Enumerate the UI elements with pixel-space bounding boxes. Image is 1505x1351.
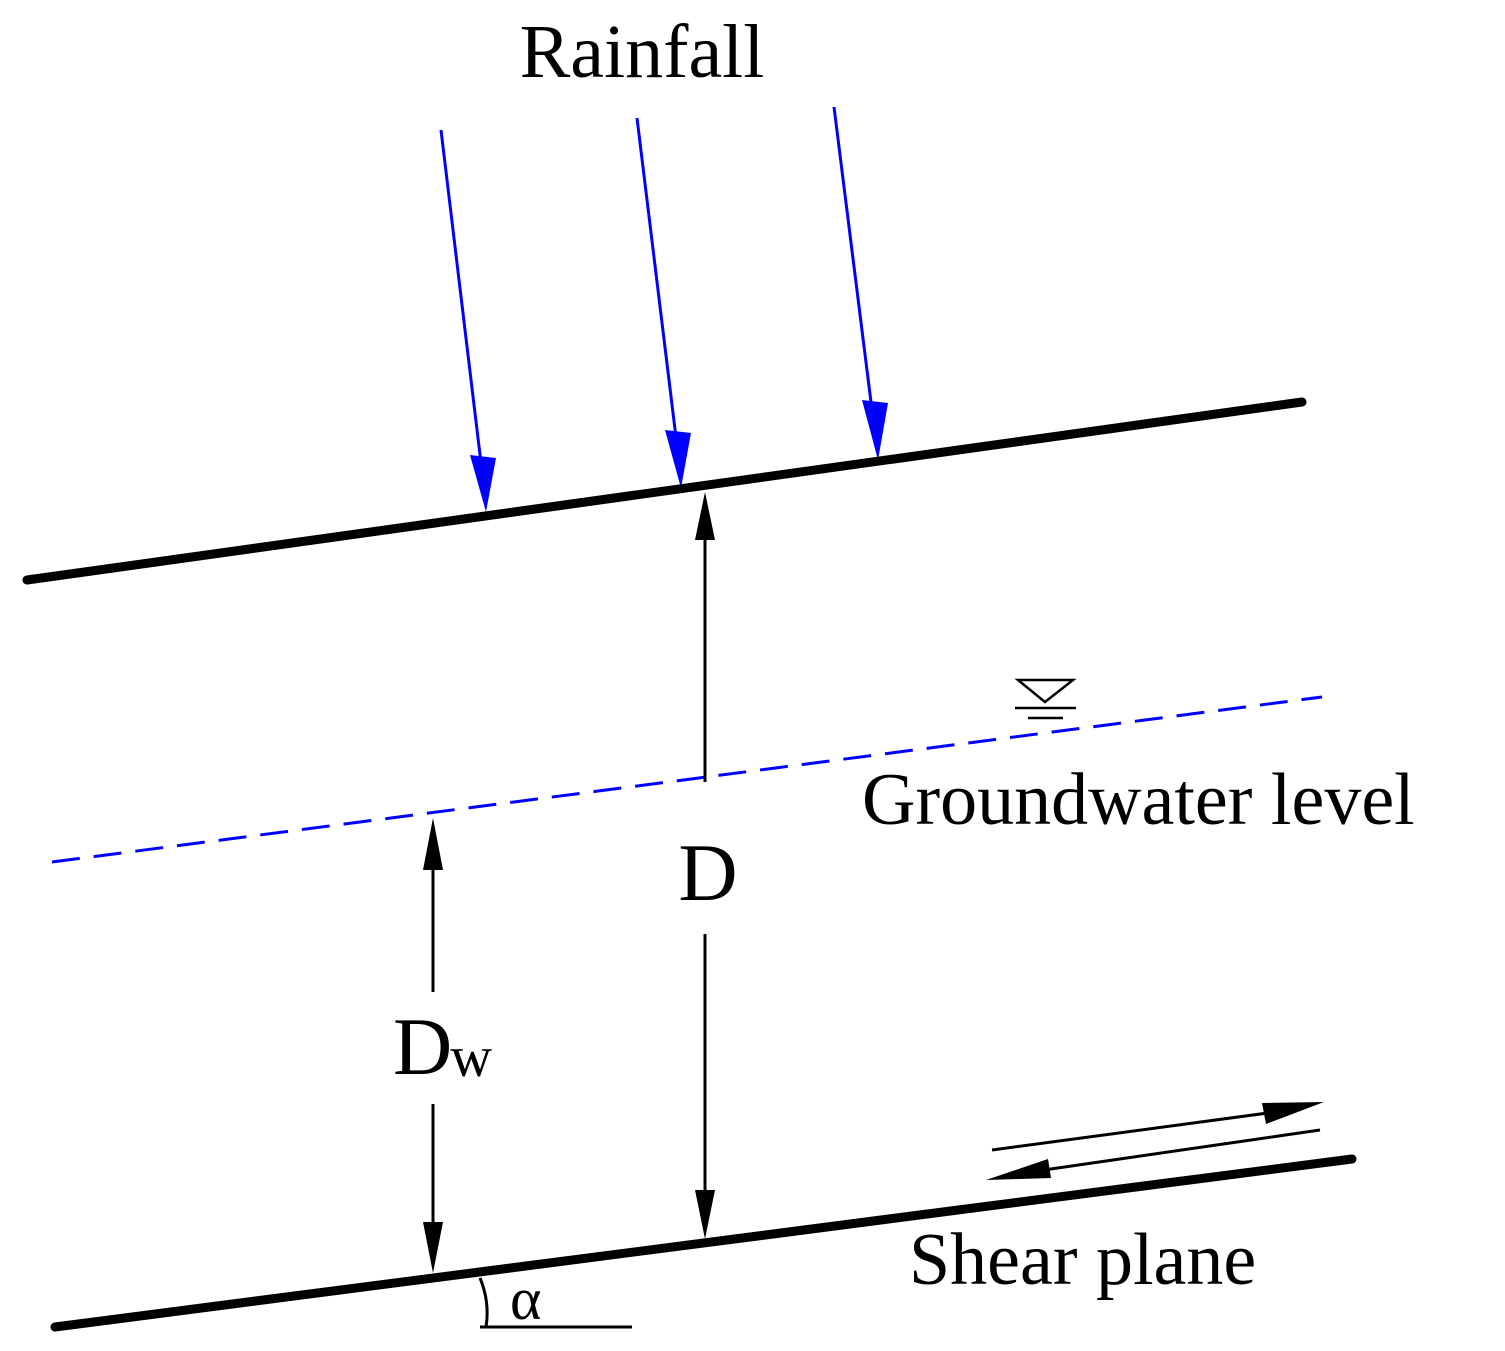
groundwater-level-line — [51, 695, 1323, 864]
depth-dimension — [695, 492, 715, 1239]
water-depth-main: D — [393, 1001, 452, 1092]
rain-arrow-2 — [635, 117, 681, 463]
angle-label: α — [510, 1266, 541, 1332]
rain-arrow-1 — [439, 129, 486, 489]
rainfall-label: Rainfall — [520, 10, 765, 94]
shear-plane-label: Shear plane — [909, 1219, 1256, 1301]
ground-surface-line — [22, 397, 1307, 585]
depth-label: D — [678, 827, 737, 918]
shear-arrows — [986, 1102, 1324, 1180]
rain-arrowhead-3 — [862, 400, 888, 460]
water-depth-label: Dw — [393, 1001, 492, 1092]
rain-arrowhead-1 — [470, 455, 496, 512]
groundwater-level-label: Groundwater level — [862, 759, 1415, 841]
rain-arrow-3 — [832, 106, 877, 435]
rainfall-arrows — [439, 106, 888, 512]
rain-arrowhead-2 — [665, 430, 691, 488]
water-depth-dimension — [423, 818, 443, 1273]
angle-arc — [478, 1277, 489, 1328]
water-table-symbol — [1014, 678, 1077, 720]
shear-plane-line — [50, 1154, 1357, 1332]
water-depth-subscript: w — [450, 1024, 492, 1089]
